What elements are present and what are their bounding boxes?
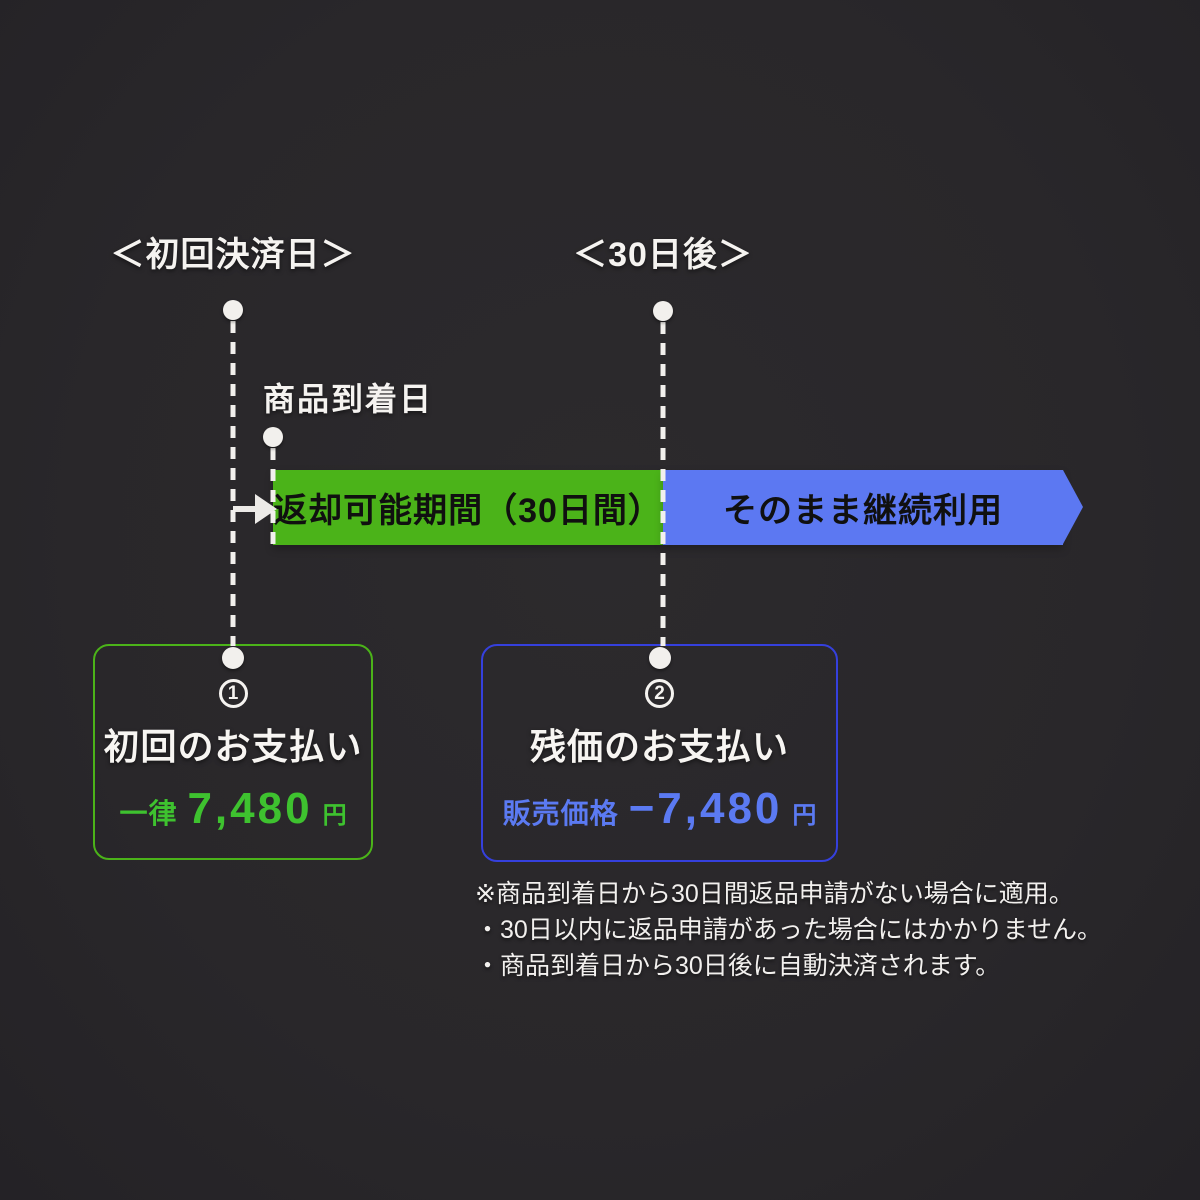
arrow-tip-icon [1063, 470, 1083, 544]
after-30-days-label: ＜30日後＞ [573, 236, 753, 274]
first-payment-price-value: 7,480 [187, 784, 313, 833]
residual-payment-box: 2 残価のお支払い 販売価格 −7,480 円 [481, 644, 838, 862]
arrival-date-dot [263, 427, 283, 447]
footnote-line-2: ・30日以内に返品申請があった場合にはかかりません。 [475, 916, 1103, 944]
first-payment-date-label: ＜初回決済日＞ [110, 236, 356, 274]
first-payment-title: 初回のお支払い [103, 726, 363, 767]
return-period-label: 返却可能期間（30日間） [273, 492, 663, 530]
first-payment-price: 一律 7,480 円 [119, 784, 346, 834]
residual-payment-price-unit: 円 [792, 802, 817, 829]
first-payment-box: 1 初回のお支払い 一律 7,480 円 [93, 644, 373, 860]
residual-payment-price: 販売価格 −7,480 円 [503, 784, 817, 834]
first-payment-price-prefix: 一律 [119, 798, 178, 829]
continue-use-label: そのまま継続利用 [723, 492, 1003, 530]
start-arrow-shaft [233, 506, 260, 512]
first-payment-price-unit: 円 [322, 802, 347, 829]
residual-payment-title: 残価のお支払い [529, 726, 789, 767]
arrival-date-label: 商品到着日 [263, 381, 434, 417]
footnote-line-1: ※商品到着日から30日間返品申請がない場合に適用。 [475, 880, 1074, 908]
after-30-days-dashed-line [660, 322, 666, 646]
continue-use-bar: そのまま継続利用 [663, 470, 1083, 545]
residual-payment-box-connector-dot [648, 647, 671, 669]
circled-number-2-icon: 2 [645, 679, 674, 708]
first-payment-dashed-line [230, 321, 236, 646]
residual-payment-price-prefix: 販売価格 [502, 798, 619, 829]
residual-payment-price-value: −7,480 [628, 784, 783, 833]
after-30-days-dot [653, 301, 673, 321]
footnote-line-3: ・商品到着日から30日後に自動決済されます。 [475, 952, 1001, 980]
first-payment-dot [223, 300, 243, 320]
circled-number-1-icon: 1 [218, 679, 248, 708]
arrival-dashed-line [270, 448, 276, 546]
return-period-bar: 返却可能期間（30日間） [273, 470, 663, 545]
footnotes: ※商品到着日から30日間返品申請がない場合に適用。 ・30日以内に返品申請があっ… [475, 876, 1102, 984]
first-payment-box-connector-dot [222, 647, 244, 669]
